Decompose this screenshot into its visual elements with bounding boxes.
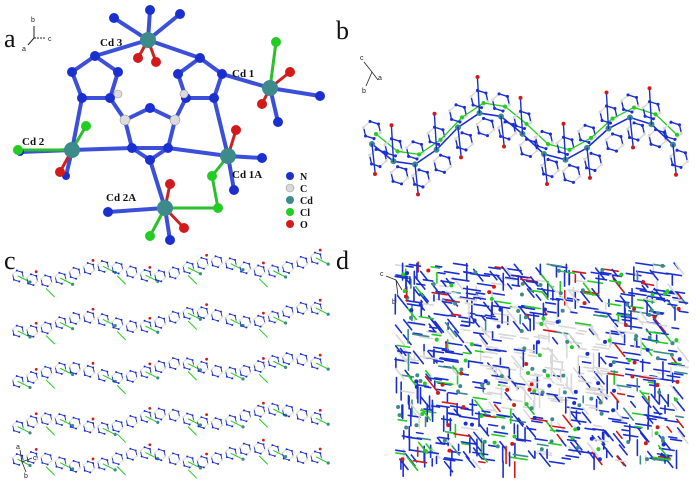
panel-b-axis-triad: c a b (360, 55, 382, 95)
panel-b-axis-a: a (378, 75, 382, 82)
panel-c-axis-c: c (33, 455, 37, 462)
panel-c-layer-network (11, 248, 330, 479)
panel-d-framework-network (394, 261, 690, 479)
panel-b-axis-c: c (360, 55, 364, 62)
legend-cl-swatch (286, 208, 294, 216)
panel-b-chain: c a b (360, 55, 689, 197)
label-cd2a: Cd 2A (106, 192, 136, 204)
legend-c-swatch (285, 183, 295, 193)
panel-label-b: b (336, 16, 349, 45)
panel-c-layers: a c b (11, 248, 330, 480)
panel-c-axis-triad: a c b (16, 444, 37, 480)
panel-d-axis-b: b (392, 299, 396, 306)
label-cd1a: Cd 1A (232, 169, 262, 181)
panel-a-axis-a: a (22, 46, 26, 53)
panel-b-axis-b: b (362, 88, 366, 95)
panel-c-axis-a: a (16, 444, 20, 451)
panel-label-d: d (336, 246, 349, 275)
legend-o-label: O (300, 220, 308, 231)
legend-n-swatch (286, 172, 294, 180)
label-cd2: Cd 2 (22, 136, 45, 148)
panel-label-a: a (4, 24, 16, 53)
panel-a-atoms (13, 5, 325, 245)
panel-c-axis-b: b (24, 473, 28, 480)
panel-a-structure: b c a (13, 5, 325, 245)
legend-cd-label: Cd (300, 196, 313, 207)
panel-d-axis-c: c (380, 271, 384, 278)
label-cd3: Cd 3 (100, 37, 123, 49)
legend-cl-label: Cl (300, 208, 310, 219)
legend-cd-swatch (286, 196, 294, 204)
panel-b-chain-network (362, 75, 689, 197)
label-cd1: Cd 1 (232, 68, 254, 80)
panel-a-axis-triad: b c a (22, 17, 52, 53)
panel-a-axis-b: b (31, 17, 35, 24)
legend-o-swatch (286, 220, 294, 228)
panel-a-legend: N C Cd Cl O (285, 172, 313, 231)
panel-a-bonds (18, 8, 322, 242)
panel-label-c: c (4, 246, 16, 275)
panel-d-framework: c a b (380, 261, 690, 479)
legend-c-label: C (300, 184, 307, 195)
legend-n-label: N (300, 172, 308, 183)
panel-a-axis-c: c (48, 36, 52, 43)
